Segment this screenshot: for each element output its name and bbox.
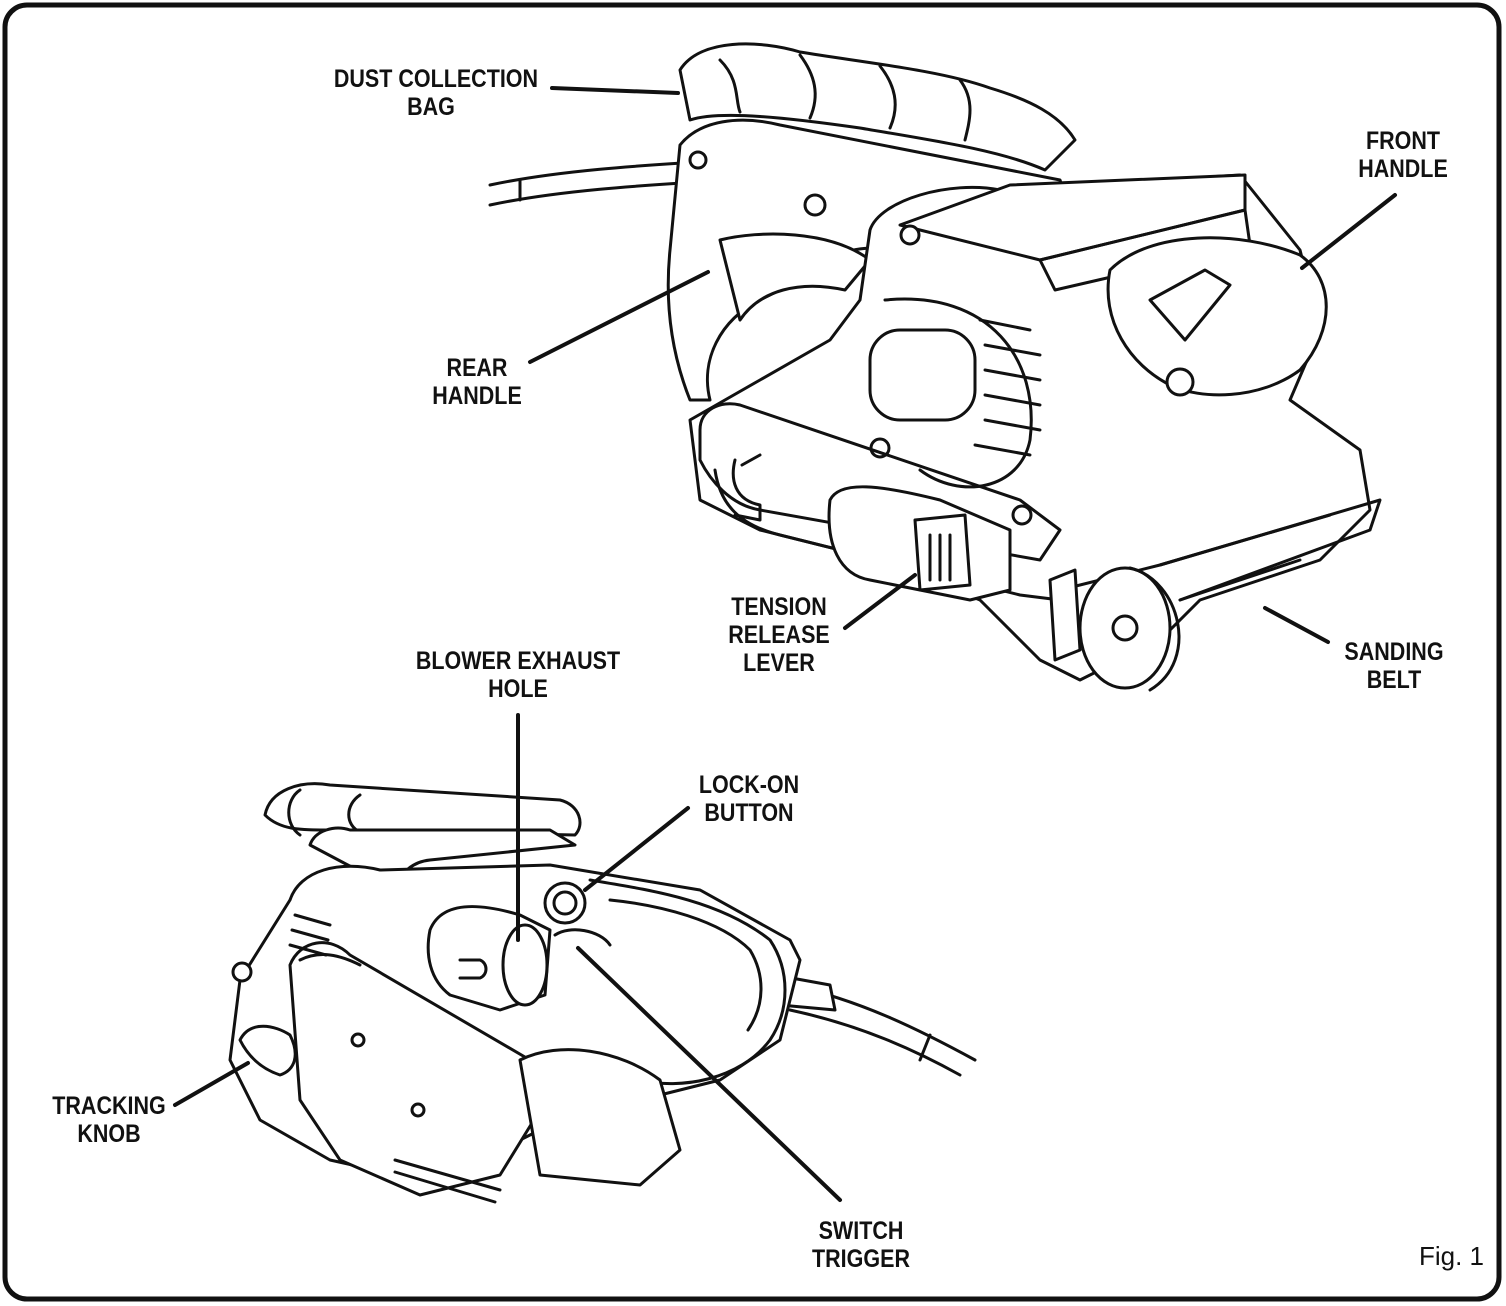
leader-front-handle [1300, 193, 1397, 270]
leader-lock-on [583, 806, 690, 892]
leader-tension-lever [843, 573, 917, 630]
figure-caption: Fig. 1 [1418, 1241, 1484, 1271]
leader-dust-bag [550, 86, 680, 95]
leader-sanding-belt [1263, 606, 1330, 644]
top-sander-illustration [488, 42, 1382, 692]
bottom-sander-illustration [228, 782, 977, 1204]
leader-switch-trigger [576, 946, 842, 1202]
leader-rear-handle [528, 270, 710, 364]
leader-tracking-knob [173, 1061, 250, 1107]
leader-lines [173, 86, 1397, 1202]
